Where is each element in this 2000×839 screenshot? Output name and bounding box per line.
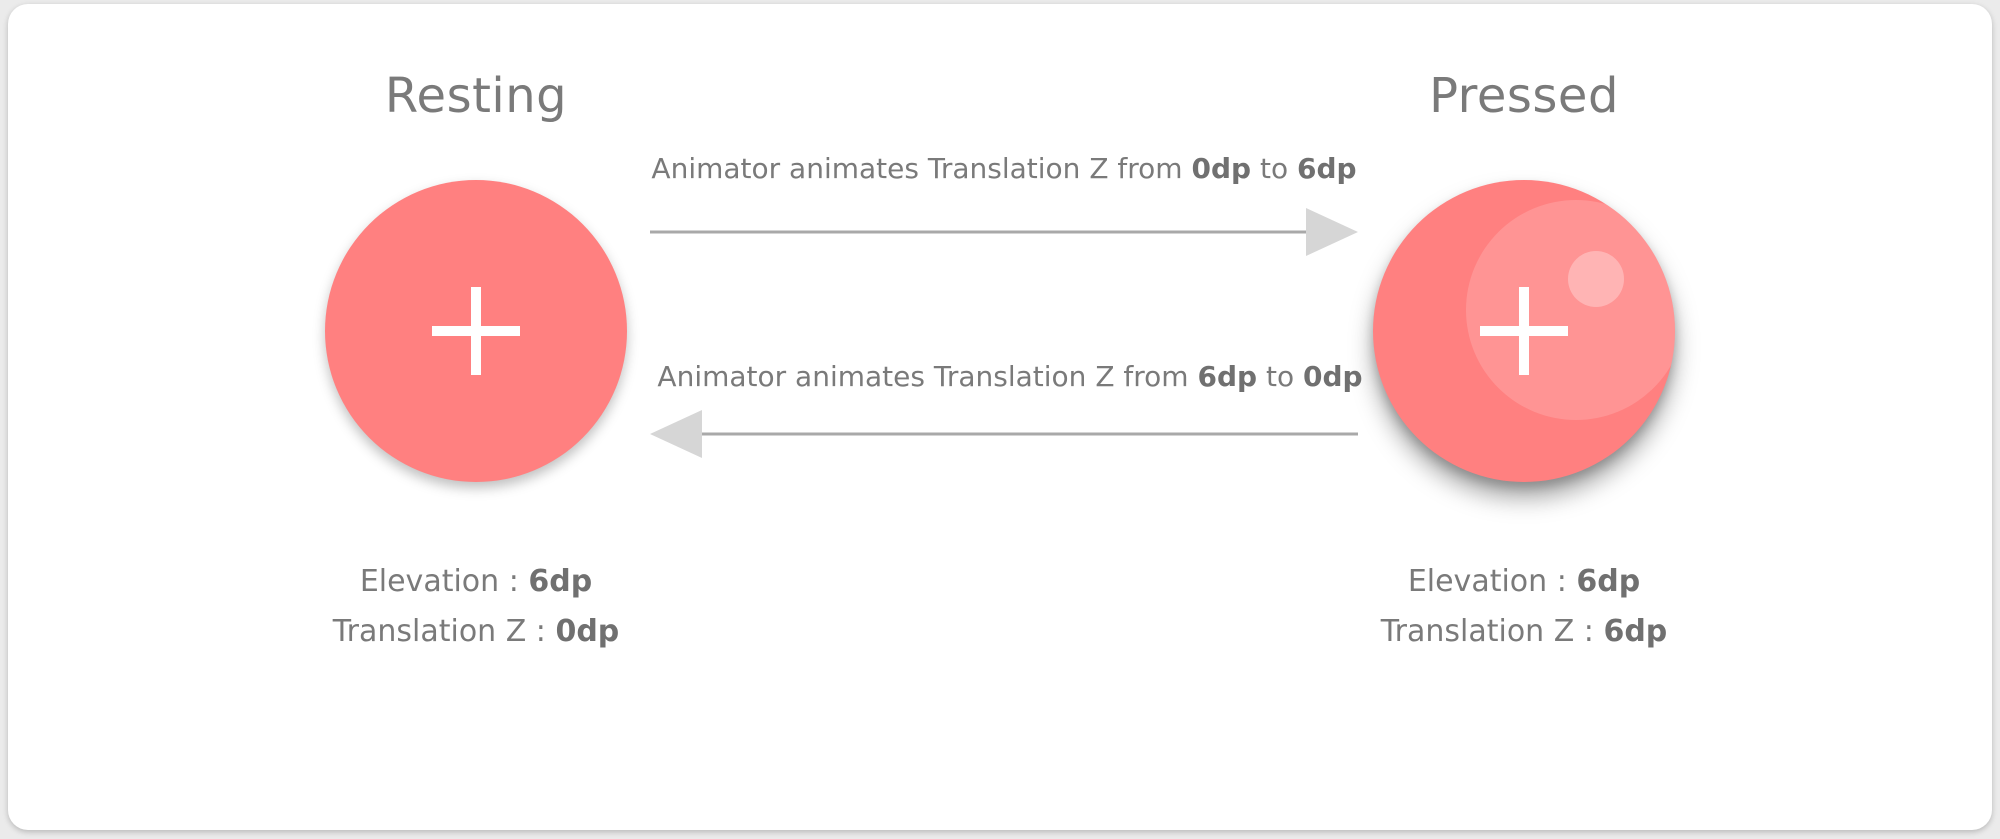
plus-icon [1480, 287, 1568, 375]
pressed-title: Pressed [1429, 68, 1619, 124]
pressed-translation: Translation Z : 6dp [1380, 614, 1668, 649]
diagram-card: Resting Elevation : 6dp Translation Z : … [8, 4, 1992, 830]
resting-fab[interactable] [325, 180, 627, 482]
ripple-highlight [1466, 200, 1675, 420]
forward-arrow-label: Animator animates Translation Z from 0dp… [651, 152, 1357, 185]
plus-icon [432, 287, 520, 375]
resting-translation: Translation Z : 0dp [332, 614, 620, 649]
backward-arrow [650, 410, 1358, 458]
ripple-touch-point [1568, 251, 1624, 307]
forward-arrow [650, 208, 1358, 256]
pressed-elevation: Elevation : 6dp [1407, 564, 1641, 599]
resting-info: Elevation : 6dp Translation Z : 0dp [226, 557, 726, 657]
pressed-fab[interactable] [1373, 180, 1675, 482]
resting-title: Resting [384, 68, 568, 124]
pressed-info: Elevation : 6dp Translation Z : 6dp [1274, 557, 1774, 657]
transition-arrows [650, 208, 1358, 458]
resting-elevation: Elevation : 6dp [359, 564, 593, 599]
backward-arrow-label: Animator animates Translation Z from 6dp… [657, 360, 1363, 393]
